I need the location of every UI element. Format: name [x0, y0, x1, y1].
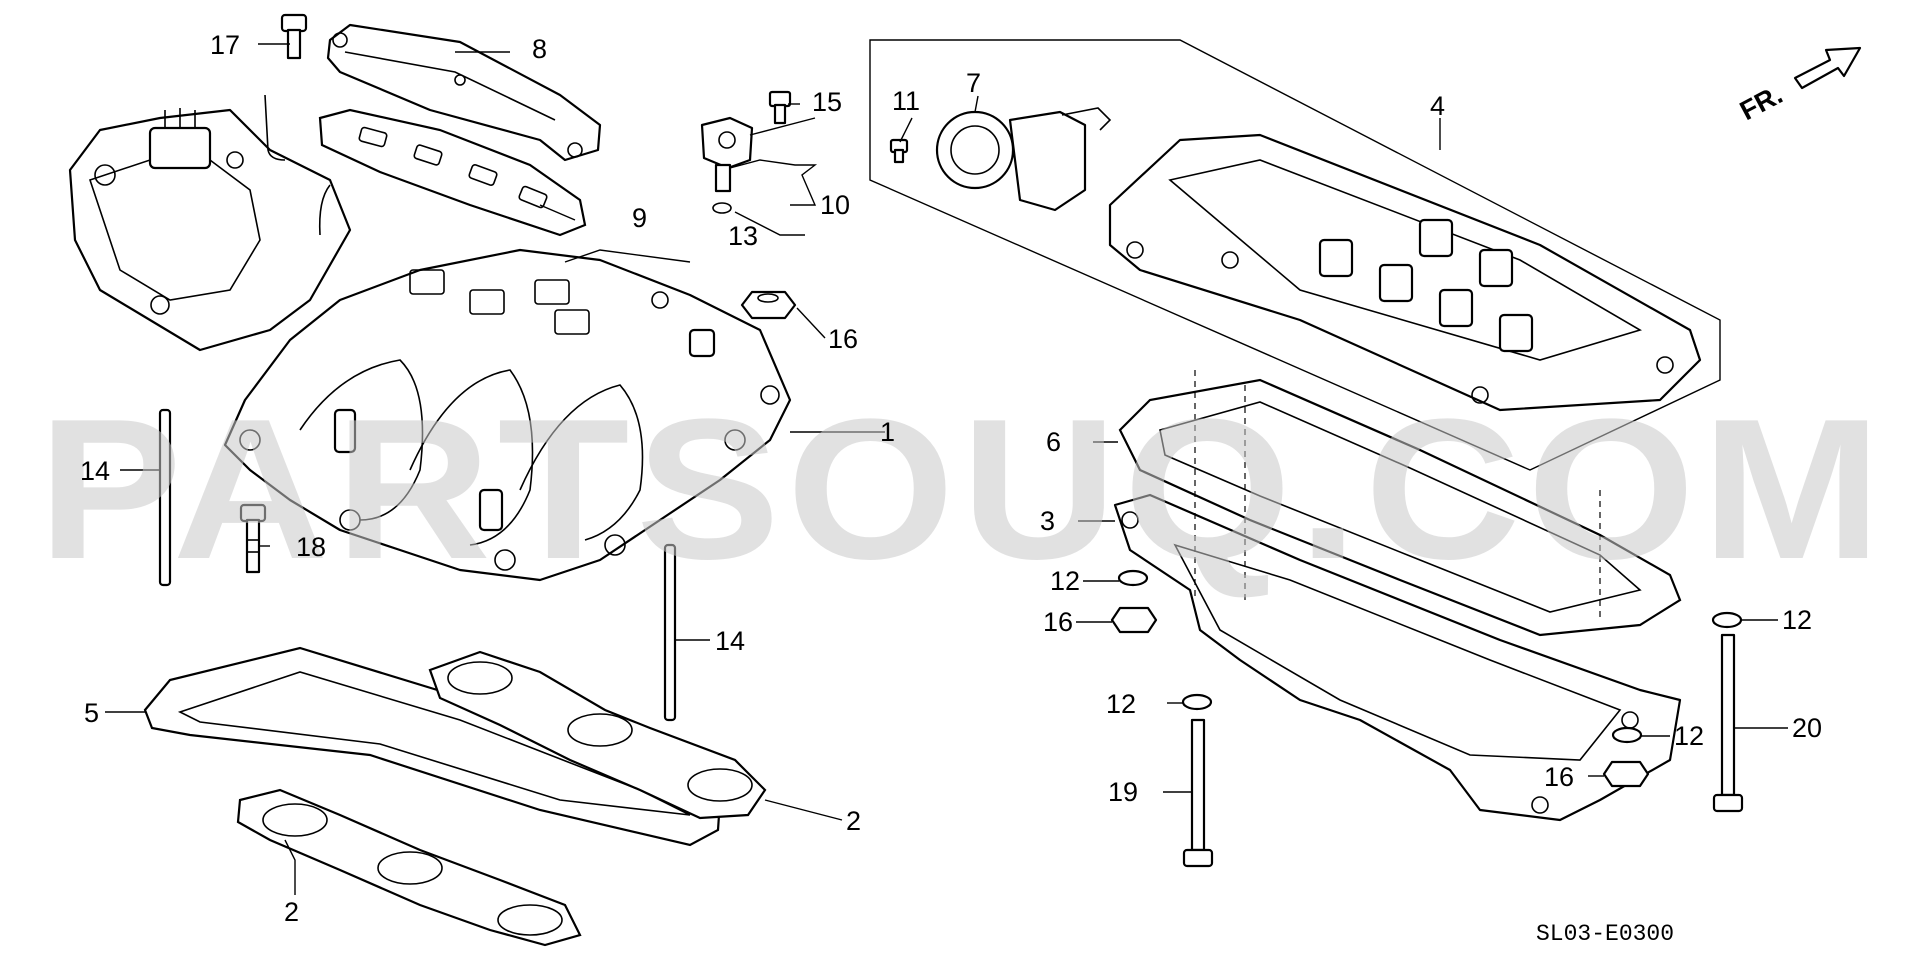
callout-1: 1 [880, 417, 895, 447]
watermark-text: PARTSOUQ.COM [38, 378, 1888, 601]
callout-17: 17 [210, 30, 240, 60]
actuator-part-7 [935, 107, 1112, 212]
gasket-part-2-lower [236, 788, 582, 947]
screw-part-11 [889, 138, 909, 164]
callout-10: 10 [820, 190, 850, 220]
callout-12-b: 12 [1782, 605, 1812, 635]
stud-part-14-left [158, 408, 172, 587]
callout-19: 19 [1108, 777, 1138, 807]
callout-5: 5 [84, 698, 99, 728]
callout-16-lower: 16 [1544, 762, 1574, 792]
callout-9: 9 [632, 203, 647, 233]
gasket-part-6 [1118, 378, 1682, 637]
lower-chamber-part-3 [1113, 493, 1682, 822]
nut-part-16-mid [1110, 606, 1158, 634]
gasket-part-5 [143, 646, 722, 847]
callout-13: 13 [728, 221, 758, 251]
washer-part-12-b [1711, 611, 1743, 629]
gasket-part-9 [318, 108, 587, 237]
callout-labels: 17 8 15 10 9 13 16 1 14 18 14 5 2 2 11 7… [80, 30, 1822, 927]
part-4-box [869, 39, 1721, 471]
leader-lines [105, 43, 1788, 895]
callout-14-right: 14 [715, 626, 745, 656]
front-direction-label: FR. [1735, 79, 1787, 126]
gasket-part-2-upper [428, 650, 767, 820]
callout-11: 11 [892, 86, 920, 116]
cover-part-8 [326, 23, 602, 162]
callout-14-left: 14 [80, 456, 110, 486]
bolt-part-20 [1712, 633, 1744, 813]
stud-part-14-right [663, 543, 677, 722]
callout-2-lower: 2 [284, 897, 299, 927]
bolt-part-18 [239, 503, 267, 574]
sensor-part-10 [700, 116, 754, 193]
diagram-code: SL03-E0300 [1536, 921, 1674, 947]
callout-12-d: 12 [1674, 721, 1704, 751]
front-direction-arrow [1793, 46, 1862, 90]
o-ring-part-13 [712, 202, 732, 214]
callout-16-mid: 16 [1043, 607, 1073, 637]
washer-part-12-a [1117, 569, 1149, 587]
screw-part-15 [768, 90, 792, 125]
callout-4: 4 [1430, 91, 1445, 121]
callout-6: 6 [1046, 427, 1061, 457]
callout-2-upper: 2 [846, 806, 861, 836]
callout-16-upper: 16 [828, 324, 858, 354]
nut-part-16-lower [1602, 760, 1650, 788]
callout-7: 7 [966, 68, 981, 98]
washer-part-12-d [1611, 726, 1643, 744]
callout-12-c: 12 [1106, 689, 1136, 719]
bolt-part-19 [1182, 718, 1214, 868]
callout-8: 8 [532, 34, 547, 64]
callout-3: 3 [1040, 506, 1055, 536]
chamber-part-4 [1108, 133, 1702, 412]
callout-12-a: 12 [1050, 566, 1080, 596]
nut-part-16-upper [740, 290, 797, 320]
callout-18: 18 [296, 532, 326, 562]
washer-part-12-c [1181, 693, 1213, 711]
intake-manifold-assembly [68, 94, 792, 582]
bolt-part-17 [280, 13, 308, 60]
callout-20: 20 [1792, 713, 1822, 743]
callout-15: 15 [812, 87, 842, 117]
